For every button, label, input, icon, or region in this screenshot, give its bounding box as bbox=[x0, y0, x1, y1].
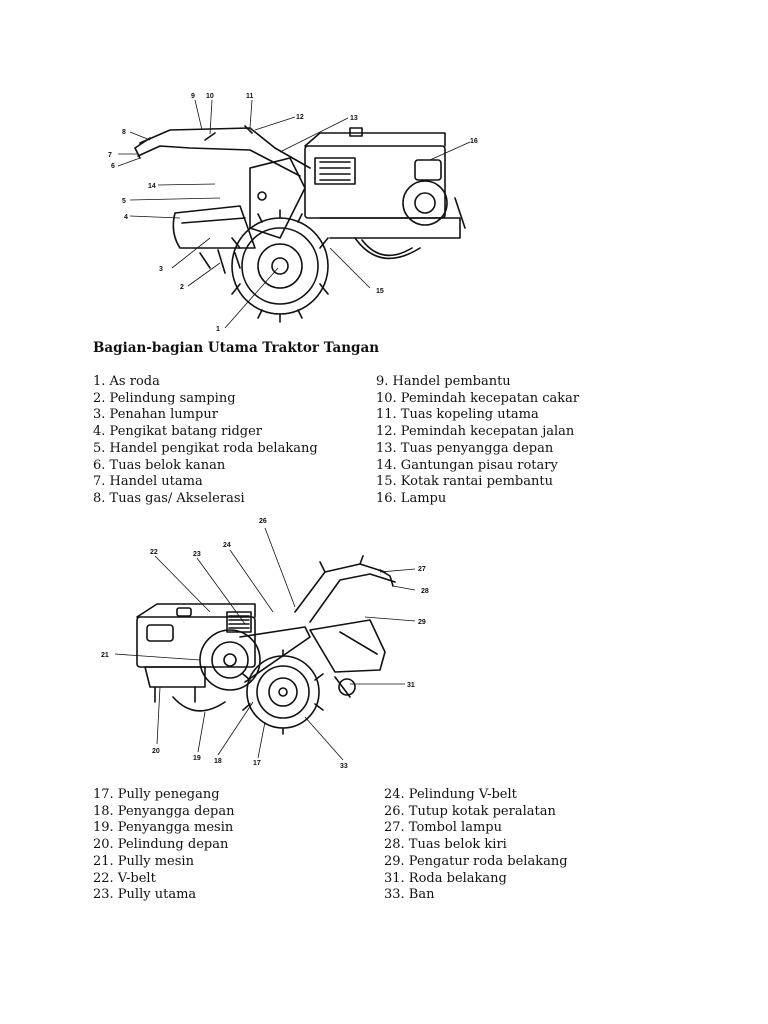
callout-5: 5 bbox=[122, 198, 126, 205]
callout-19: 19 bbox=[193, 755, 201, 762]
list-item: 24. Pelindung V-belt bbox=[384, 787, 517, 802]
list-item: 26. Tutup kotak peralatan bbox=[384, 803, 556, 819]
list-item: 15. Kotak rantai pembantu bbox=[376, 474, 553, 490]
list-item: 2. Pelindung samping bbox=[93, 390, 236, 406]
list-item: 7. Handel utama bbox=[93, 474, 203, 490]
callout-22: 22 bbox=[150, 549, 158, 556]
list-item: 12. Pemindah kecepatan jalan bbox=[376, 424, 575, 440]
list-item: 1. As roda bbox=[93, 374, 160, 389]
callout-15: 15 bbox=[376, 288, 384, 295]
list-item: 20. Pelindung depan bbox=[93, 837, 229, 853]
parts-list-4: 24. Pelindung V-belt 26. Tutup kotak per… bbox=[384, 787, 568, 904]
callout-7: 7 bbox=[108, 152, 112, 159]
callout-27: 27 bbox=[418, 566, 426, 573]
callout-21: 21 bbox=[101, 652, 109, 659]
callout-10: 10 bbox=[206, 93, 214, 100]
list-item: 14. Gantungan pisau rotary bbox=[376, 457, 558, 473]
list-item: 31. Roda belakang bbox=[384, 870, 507, 886]
list-item: 13. Tuas penyangga depan bbox=[376, 440, 554, 456]
list-item: 18. Penyangga depan bbox=[93, 803, 235, 819]
callout-28: 28 bbox=[421, 588, 429, 595]
callout-29: 29 bbox=[418, 619, 426, 626]
document-title: Bagian-bagian Utama Traktor Tangan bbox=[93, 340, 380, 356]
list-item: 6. Tuas belok kanan bbox=[93, 457, 226, 473]
tractor-drawing-1: 9 10 11 12 13 16 8 7 6 14 5 4 3 2 1 15 bbox=[108, 93, 478, 333]
callout-20: 20 bbox=[152, 748, 160, 755]
parts-list-2: 9. Handel pembantu 10. Pemindah kecepata… bbox=[376, 374, 579, 508]
list-item: 29. Pengatur roda belakang bbox=[384, 853, 568, 869]
list-item: 9. Handel pembantu bbox=[376, 374, 511, 389]
tractor-drawing-2: 22 23 24 26 27 28 29 21 31 20 19 18 17 3… bbox=[101, 518, 429, 770]
callout-14: 14 bbox=[148, 183, 156, 190]
list-item: 28. Tuas belok kiri bbox=[384, 837, 507, 853]
list-item: 8. Tuas gas/ Akselerasi bbox=[93, 490, 245, 506]
callout-11: 11 bbox=[246, 93, 254, 100]
parts-list-1: 1. As roda 2. Pelindung samping 3. Penah… bbox=[93, 374, 318, 508]
list-item: 23. Pully utama bbox=[93, 887, 197, 903]
callout-6: 6 bbox=[111, 163, 115, 170]
callout-1: 1 bbox=[216, 326, 220, 333]
list-item: 3. Penahan lumpur bbox=[93, 407, 218, 423]
callout-12: 12 bbox=[296, 114, 304, 121]
callout-17: 17 bbox=[253, 760, 261, 767]
list-item: 21. Pully mesin bbox=[93, 853, 194, 869]
list-item: 19. Penyangga mesin bbox=[93, 820, 234, 836]
callout-23: 23 bbox=[193, 551, 201, 558]
callout-9: 9 bbox=[191, 93, 195, 100]
callout-2: 2 bbox=[180, 284, 184, 291]
list-item: 5. Handel pengikat roda belakang bbox=[93, 440, 318, 456]
callout-13: 13 bbox=[350, 115, 358, 122]
list-item: 10. Pemindah kecepatan cakar bbox=[376, 390, 580, 406]
callout-3: 3 bbox=[159, 266, 163, 273]
list-item: 17. Pully penegang bbox=[93, 787, 220, 802]
callout-31: 31 bbox=[407, 682, 415, 689]
callout-18: 18 bbox=[214, 758, 222, 765]
callout-16: 16 bbox=[470, 138, 478, 145]
list-item: 33. Ban bbox=[384, 887, 435, 903]
callout-8: 8 bbox=[122, 129, 126, 136]
list-item: 22. V-belt bbox=[93, 870, 156, 886]
list-item: 4. Pengikat batang ridger bbox=[93, 424, 263, 440]
list-item: 27. Tombol lampu bbox=[384, 820, 502, 836]
callout-4: 4 bbox=[124, 214, 128, 221]
parts-list-3: 17. Pully penegang 18. Penyangga depan 1… bbox=[93, 787, 235, 904]
tractor-diagram-side-view: 9 10 11 12 13 16 8 7 6 14 5 4 3 2 1 15 bbox=[100, 88, 500, 338]
callout-26: 26 bbox=[259, 518, 267, 525]
callout-33: 33 bbox=[340, 763, 348, 770]
list-item: 11. Tuas kopeling utama bbox=[376, 407, 539, 423]
list-item: 16. Lampu bbox=[376, 490, 447, 506]
tractor-diagram-front-view: 22 23 24 26 27 28 29 21 31 20 19 18 17 3… bbox=[95, 512, 445, 772]
callout-24: 24 bbox=[223, 542, 231, 549]
